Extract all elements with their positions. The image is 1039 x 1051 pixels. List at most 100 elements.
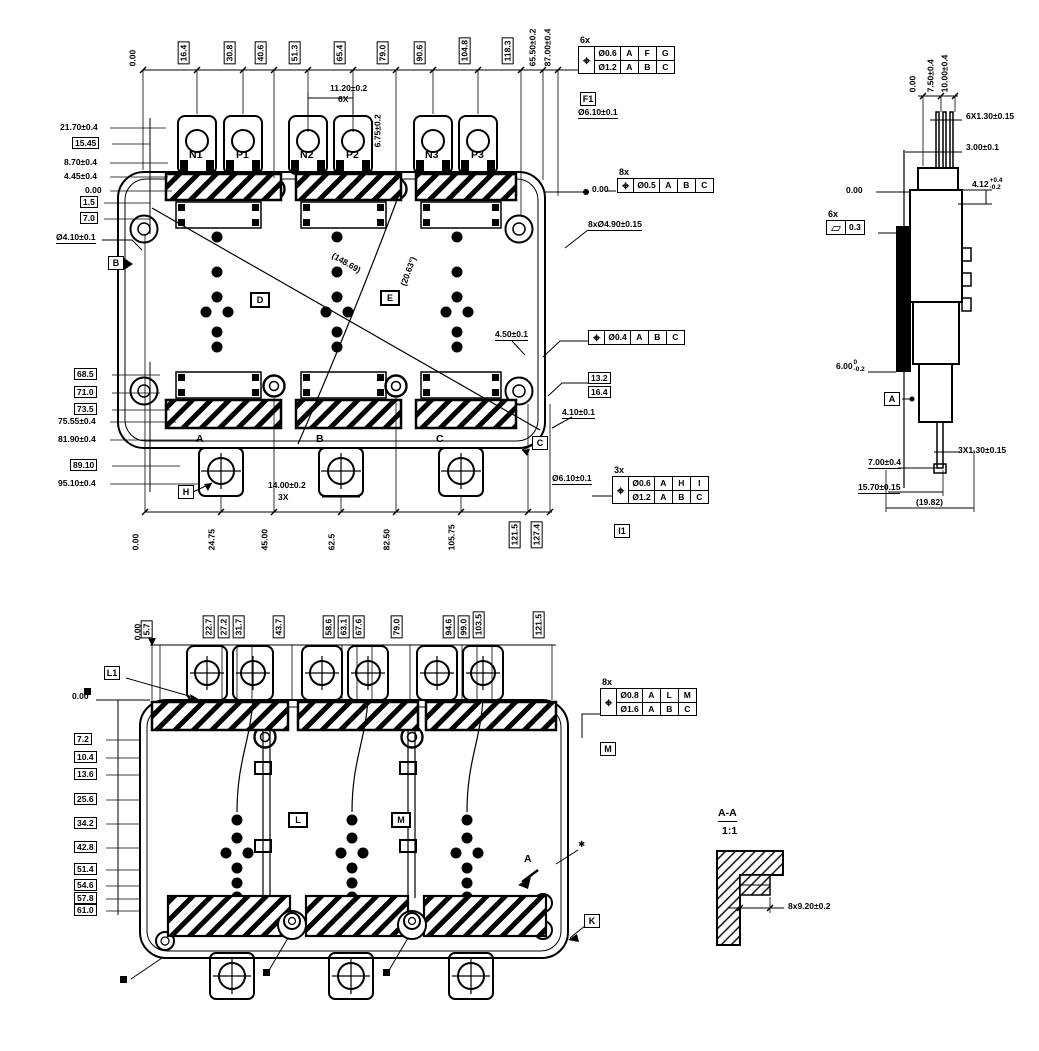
datum-ref: C bbox=[677, 702, 696, 715]
dim-label-boxed: 42.8 bbox=[74, 841, 97, 854]
datum-target-m: M bbox=[391, 812, 411, 828]
dim-label-rotated: 0.00 bbox=[127, 49, 138, 67]
terminal-label-n1: N1 bbox=[189, 149, 203, 161]
dim-label-boxed-rotated: 121.5 bbox=[508, 521, 521, 549]
dim-label-rotated: 45.00 bbox=[259, 529, 270, 551]
datum-target-l: L bbox=[288, 812, 308, 828]
fcf-count: 6x bbox=[580, 35, 591, 45]
datum-ref: A bbox=[653, 477, 672, 490]
dim-label-rotated: 10.00±0.4 bbox=[939, 54, 950, 93]
dim-label-rotated: 0.00 bbox=[907, 75, 918, 93]
dim-label-boxed-rotated: 99.0 bbox=[457, 615, 470, 639]
hole-note: 4.50±0.1 bbox=[495, 329, 529, 342]
overall-ref-dim: (19.82) bbox=[916, 497, 943, 507]
datum-ref: A bbox=[653, 490, 672, 503]
datum-ref: B bbox=[671, 490, 690, 503]
diagonal-ref-dim: (148.69) bbox=[330, 250, 363, 275]
section-scale: 1:1 bbox=[722, 825, 738, 837]
datum-flag-i1: I1 bbox=[614, 524, 630, 538]
fcf-count: 3x bbox=[614, 465, 625, 475]
datum-flag-b: B bbox=[108, 256, 124, 270]
fcf-count: 8x bbox=[602, 677, 613, 687]
top-view-dimensions bbox=[102, 66, 616, 516]
dim-label-rotated: 65.50±0.2 bbox=[527, 28, 538, 67]
dim-label-boxed-rotated: 127.4 bbox=[530, 521, 543, 549]
pitch-count: 6X bbox=[338, 94, 349, 104]
dim-label: 21.70±0.4 bbox=[60, 122, 98, 132]
datum-ref: A bbox=[658, 179, 677, 192]
tolerance-value: Ø1.2 bbox=[598, 61, 617, 72]
position-symbol-icon: ⌖ bbox=[618, 179, 635, 192]
bottom-terminal-tabs bbox=[198, 447, 484, 497]
dim-label: 8.70±0.4 bbox=[64, 157, 98, 167]
cap-dim: 3.00±0.1 bbox=[966, 142, 1000, 152]
dim-label-boxed-rotated: 79.0 bbox=[376, 41, 389, 65]
datum-ref: M bbox=[677, 689, 696, 702]
datum-ref: H bbox=[671, 477, 690, 490]
datum-ref: B bbox=[659, 702, 678, 715]
terminal-label-c: C bbox=[436, 433, 444, 445]
datum-target-e: E bbox=[380, 290, 400, 306]
star-note-marker: ✱ bbox=[578, 839, 586, 849]
dim-label-boxed-rotated: 118.3 bbox=[501, 37, 514, 65]
dim-label-rotated: 0.00 bbox=[130, 533, 141, 551]
dim-label-boxed-rotated: 65.4 bbox=[333, 41, 346, 65]
dim-label-boxed: 73.5 bbox=[74, 403, 97, 416]
terminal-hole-note: Ø6.10±0.1 bbox=[552, 473, 592, 486]
tol-lower: -0.2 bbox=[853, 365, 865, 373]
tol-upper: 0 bbox=[853, 359, 858, 366]
section-aa-geometry bbox=[716, 850, 784, 946]
tolerance-value: Ø1.2 bbox=[632, 491, 651, 502]
datum-ref: B bbox=[676, 179, 695, 192]
pair-gap-dim: 6.75±0.2 bbox=[372, 114, 383, 148]
tolerance-value: Ø0.8 bbox=[620, 690, 639, 700]
dim-label-boxed: 16.4 bbox=[588, 386, 611, 399]
bottom-view-geometry bbox=[84, 645, 569, 1000]
dim-label-boxed-rotated: 90.6 bbox=[413, 41, 426, 65]
position-symbol-icon: ⌖ bbox=[601, 689, 618, 715]
position-tolerance-frame-mid: ⌖ Ø0.4 A B C bbox=[588, 330, 685, 345]
section-dim: 8x9.20±0.2 bbox=[788, 901, 831, 911]
datum-flag-f1: F1 bbox=[580, 92, 596, 106]
section-title: A-A bbox=[718, 807, 737, 822]
dim-label-boxed-rotated: 121.5 bbox=[532, 611, 545, 639]
tolerance-value: Ø0.4 bbox=[608, 332, 627, 342]
dim-label-boxed-rotated: 67.6 bbox=[352, 615, 365, 639]
dim-label-boxed-rotated: 79.0 bbox=[390, 615, 403, 639]
dim-label-boxed-rotated: 40.6 bbox=[254, 41, 267, 65]
dim-label-rotated: 7.50±0.4 bbox=[925, 59, 936, 93]
dim-label-boxed-rotated: 30.8 bbox=[223, 41, 236, 65]
dim-label-boxed: 57.8 bbox=[74, 892, 97, 905]
dim-label-boxed-rotated: 27.2 bbox=[217, 615, 230, 639]
pin-width-note: 6X1.30±0.15 bbox=[966, 111, 1015, 121]
datum-target-d: D bbox=[250, 292, 270, 308]
base-dim-value: 6.00 bbox=[836, 361, 853, 372]
dim-label-boxed: 71.0 bbox=[74, 386, 97, 399]
hole-note: 4.10±0.1 bbox=[562, 407, 596, 420]
hole-size-note: Ø4.10±0.1 bbox=[56, 232, 96, 245]
datum-ref: C bbox=[694, 179, 713, 192]
datum-flag-a: A bbox=[884, 392, 900, 406]
position-tolerance-frame-6x: 6x ⌖ Ø0.6 A F G Ø1.2 A B C bbox=[578, 36, 675, 74]
dim-label-boxed: 13.2 bbox=[588, 372, 611, 385]
side-view-geometry bbox=[896, 111, 972, 488]
height-dim: 15.70±0.15 bbox=[858, 482, 901, 495]
pin3-note: 3X1.30±0.15 bbox=[958, 445, 1007, 455]
datum-ref: C bbox=[689, 490, 708, 503]
datum-flag-m: M bbox=[600, 742, 616, 756]
position-tolerance-frame-8x: 8x ⌖ Ø0.5 A B C bbox=[617, 168, 714, 193]
datum-ref: A bbox=[629, 331, 648, 344]
datum-ref: A bbox=[619, 47, 638, 60]
pin-holes-note: 8xØ4.90±0.15 bbox=[588, 219, 642, 232]
position-symbol-icon: ⌖ bbox=[589, 331, 606, 344]
flatness-symbol-icon: ▱ bbox=[827, 221, 846, 234]
fcf-count: 8x bbox=[619, 167, 630, 177]
datum-ref: L bbox=[659, 689, 678, 702]
datum-ref: C bbox=[655, 60, 674, 73]
top-terminal-tabs bbox=[177, 115, 498, 175]
tol-lower: -0.2 bbox=[989, 183, 1001, 191]
datum-ref: B bbox=[637, 60, 656, 73]
bottom-view-dimensions bbox=[96, 638, 600, 980]
dim-label-boxed: 13.6 bbox=[74, 768, 97, 781]
